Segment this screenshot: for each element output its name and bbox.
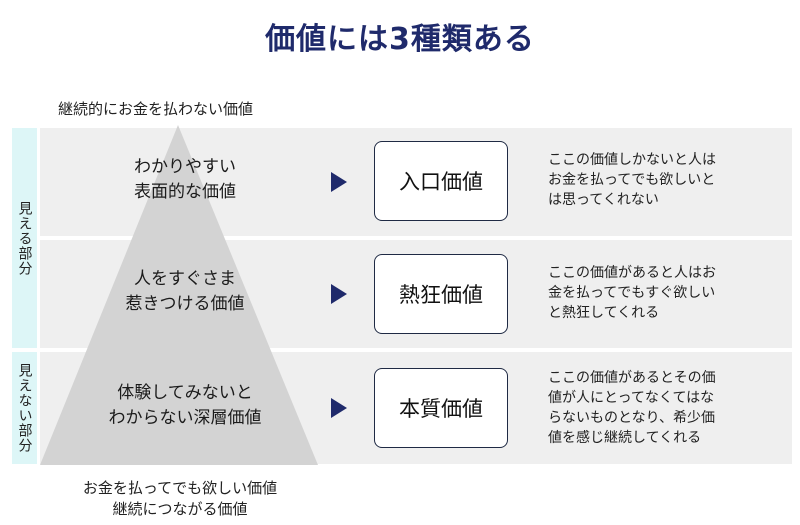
arrow-right-icon: [331, 398, 347, 418]
description-line: 金を払ってでもすぐ欲しい: [548, 285, 716, 301]
side-label-visible: 見える部分: [12, 128, 37, 348]
bottom-label: お金を払ってでも欲しい価値 継続につながる価値: [40, 478, 320, 520]
row-left-line: 人をすぐさま: [134, 269, 236, 289]
side-label-invisible: 見えない部分: [12, 352, 37, 464]
row-left-line: 体験してみないと: [117, 383, 253, 403]
row-left-text-entry: わかりやすい 表面的な価値: [60, 155, 310, 205]
description-line: お金を払ってでも欲しいと: [548, 172, 716, 188]
value-box-enthusiasm: 熱狂価値: [374, 254, 508, 334]
row-left-line: わからない深層価値: [108, 408, 262, 428]
row-left-line: 表面的な価値: [134, 182, 236, 202]
description-line: と熱狂してくれる: [548, 305, 660, 321]
side-label-invisible-text: 見えない部分: [16, 363, 33, 453]
row-left-line: わかりやすい: [134, 157, 236, 177]
value-box-essential: 本質価値: [374, 368, 508, 448]
arrow-right-icon: [331, 172, 347, 192]
value-box-entry: 入口価値: [374, 141, 508, 221]
arrow-right-icon: [331, 284, 347, 304]
description-line: らないものとなり、希少価: [548, 410, 716, 426]
description-line: 値が人にとってなくてはな: [548, 390, 715, 406]
bottom-label-line: 継続につながる価値: [112, 500, 248, 518]
row-left-line: 惹きつける価値: [125, 294, 245, 314]
row-description-entry: ここの価値しかないと人は お金を払ってでも欲しいと は思ってくれない: [548, 150, 763, 210]
row-left-text-enthusiasm: 人をすぐさま 惹きつける価値: [60, 267, 310, 317]
side-label-visible-text: 見える部分: [16, 200, 33, 276]
row-left-text-essential: 体験してみないと わからない深層価値: [60, 381, 310, 431]
description-line: ここの価値しかないと人は: [548, 152, 716, 168]
page-title: 価値には3種類ある: [265, 22, 535, 57]
description-line: は思ってくれない: [548, 192, 659, 208]
description-line: ここの価値があると人はお: [548, 265, 716, 281]
description-line: 値を感じ継続してくれる: [548, 430, 702, 446]
value-box-label: 熱狂価値: [399, 283, 483, 307]
top-label: 継続的にお金を払わない価値: [58, 100, 254, 118]
value-box-label: 本質価値: [399, 397, 483, 421]
pyramid-triangle: [40, 125, 318, 465]
row-description-essential: ここの価値があるとその価 値が人にとってなくてはな らないものとなり、希少価 値…: [548, 368, 763, 448]
value-box-label: 入口価値: [399, 170, 483, 194]
row-description-enthusiasm: ここの価値があると人はお 金を払ってでもすぐ欲しい と熱狂してくれる: [548, 263, 763, 323]
bottom-label-line: お金を払ってでも欲しい価値: [82, 479, 278, 497]
description-line: ここの価値があるとその価: [548, 370, 716, 386]
